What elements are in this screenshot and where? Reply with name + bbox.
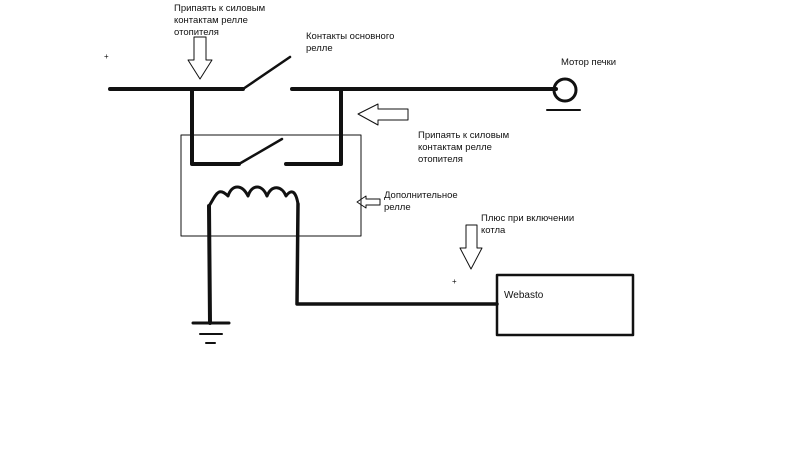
label-plus-on-boiler: Плюс при включении котла (481, 213, 575, 236)
bypass-wire-right (284, 87, 343, 166)
label-main-relay-contacts: Контакты основного релле (306, 31, 395, 54)
label-aux-relay: Дополнительное релле (384, 190, 458, 213)
main-relay-switch-blade (241, 55, 292, 91)
label-plus-webasto: + (452, 277, 457, 286)
arrow-left-relay (356, 195, 381, 209)
arrow-down-boiler (459, 224, 483, 270)
bypass-wire-left (190, 87, 241, 166)
arrow-left-right (357, 103, 409, 126)
label-solder-right: Припаять к силовым контактам релле отопи… (418, 130, 510, 165)
arrow-down-top (187, 36, 213, 80)
heater-motor-symbol (552, 77, 578, 103)
label-solder-top: Припаять к силовым контактам релле отопи… (174, 3, 266, 38)
coil-lead-webasto (295, 202, 499, 306)
coil-lead-ground (207, 204, 212, 325)
webasto-box (495, 273, 635, 337)
label-heater-motor: Мотор печки (561, 57, 617, 68)
aux-relay-box (180, 134, 362, 237)
label-webasto: Webasto (504, 290, 544, 301)
relay-coil (207, 185, 300, 208)
label-plus-top: + (104, 52, 109, 61)
aux-relay-switch-blade (237, 137, 284, 166)
